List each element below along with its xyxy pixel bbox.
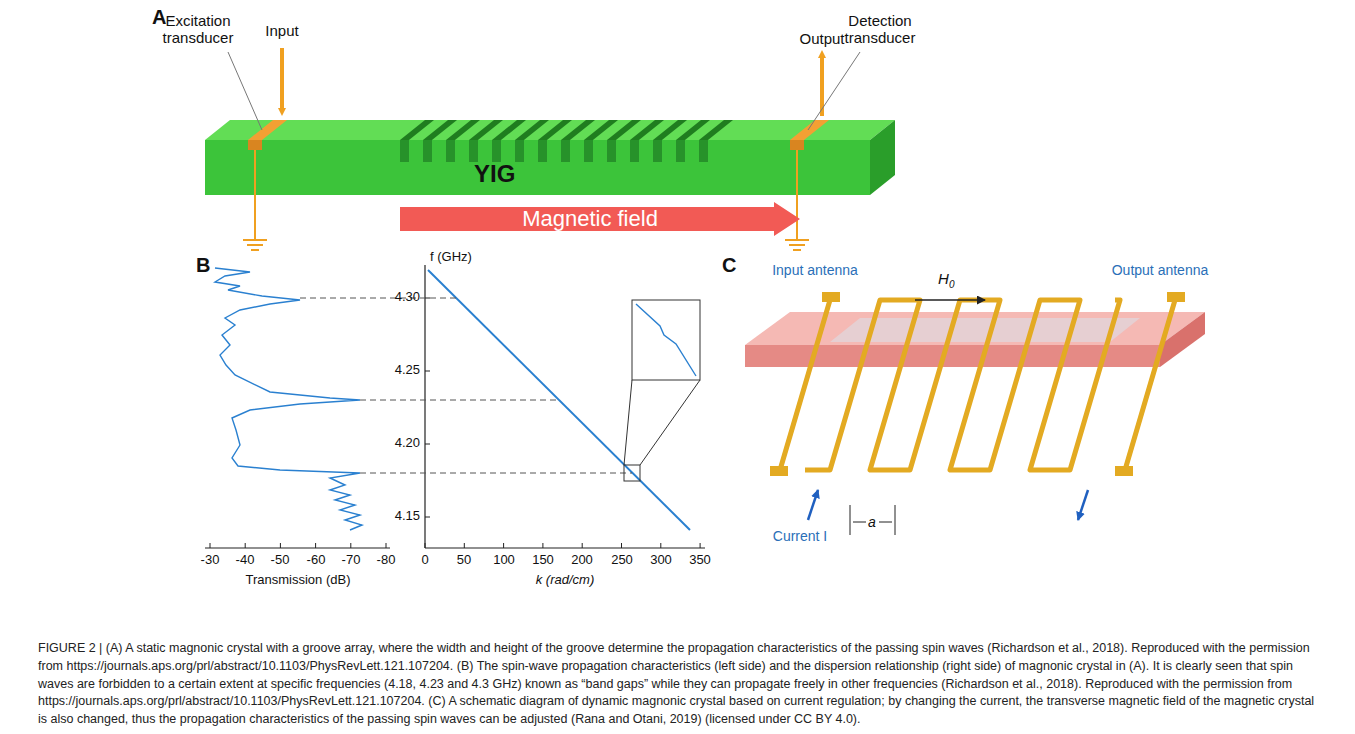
figure-caption: FIGURE 2 | (A) A static magnonic crystal…	[38, 640, 1323, 729]
text-label: k (rad/cm)	[536, 573, 595, 588]
tick	[621, 543, 622, 548]
groove	[584, 140, 593, 162]
text-label: Excitation transducer	[138, 12, 258, 47]
panel-letter: B	[196, 254, 210, 277]
tick	[503, 543, 504, 548]
tick	[245, 543, 246, 548]
tick	[315, 543, 316, 548]
tick	[660, 543, 661, 548]
tick	[542, 543, 543, 548]
meander-line	[805, 300, 1120, 470]
tick	[425, 543, 426, 548]
groove	[469, 140, 478, 162]
text-label: -30	[201, 553, 220, 568]
text-label: Detection transducer	[820, 12, 940, 47]
text-label: f (GHz)	[430, 250, 472, 265]
dispersion-plot	[300, 265, 705, 548]
text-label: 250	[611, 553, 633, 568]
text-label: Current I	[773, 528, 827, 544]
groove	[423, 140, 432, 162]
text-label: 0	[421, 553, 428, 568]
text-label: 350	[689, 553, 711, 568]
text-label: 300	[650, 553, 672, 568]
groove	[446, 140, 455, 162]
text-label: 4.15	[395, 509, 420, 524]
groove	[630, 140, 639, 162]
panel-letter: C	[722, 254, 736, 277]
text-label: a	[868, 514, 876, 530]
text-label: -50	[271, 553, 290, 568]
groove	[492, 140, 501, 162]
groove	[538, 140, 547, 162]
groove	[400, 140, 409, 162]
transmission-plot	[205, 268, 390, 548]
text-label: Output antenna	[1112, 262, 1209, 278]
tick	[464, 543, 465, 548]
groove-array	[400, 120, 733, 162]
tick	[425, 444, 430, 445]
text-label: 4.20	[395, 436, 420, 451]
tick	[280, 543, 281, 548]
tick	[425, 371, 430, 372]
text-label: 4.30	[395, 290, 420, 305]
tick	[425, 517, 430, 518]
tick	[582, 543, 583, 548]
yig-region: YIG	[470, 158, 519, 190]
text-label: 0	[949, 279, 955, 291]
groove	[653, 140, 662, 162]
text-label: H	[938, 270, 949, 287]
yig-bar	[205, 120, 895, 195]
text-label: -70	[342, 553, 361, 568]
text-label: 100	[493, 553, 515, 568]
groove	[515, 140, 524, 162]
tick	[386, 543, 387, 548]
text-label: Output	[799, 30, 844, 47]
node-text: YIG	[474, 160, 515, 188]
text-label: Input antenna	[772, 262, 858, 278]
tick	[210, 543, 211, 548]
field-arrow	[915, 299, 985, 301]
meander-conductor	[805, 300, 1120, 470]
text-label: 200	[571, 553, 593, 568]
text-label: 4.25	[395, 363, 420, 378]
text-label: Transmission (dB)	[246, 573, 351, 588]
text-label: -80	[377, 553, 396, 568]
tick	[350, 543, 351, 548]
groove	[561, 140, 570, 162]
excitation-transducer	[228, 48, 287, 250]
text-label: 50	[457, 553, 471, 568]
text-label: -40	[236, 553, 255, 568]
arrow-body	[400, 202, 800, 236]
groove	[607, 140, 616, 162]
groove	[676, 140, 685, 162]
tick	[700, 543, 701, 548]
period-dimension	[850, 505, 895, 535]
text-label: Input	[265, 22, 298, 39]
node-text: Magnetic field	[522, 206, 658, 232]
groove	[699, 140, 708, 162]
field-arrow-shape: Magnetic field	[400, 202, 800, 236]
groove	[699, 120, 733, 140]
text-label: 150	[532, 553, 554, 568]
antennas	[770, 292, 1185, 476]
text-label: -60	[307, 553, 326, 568]
panel-letter: A	[152, 6, 166, 29]
